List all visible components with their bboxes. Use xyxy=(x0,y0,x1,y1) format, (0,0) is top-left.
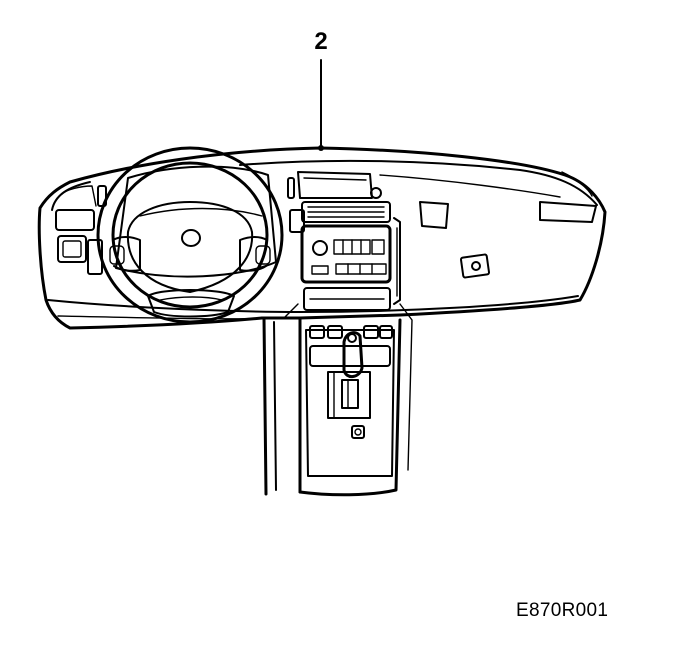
steering-column xyxy=(262,316,277,496)
figure-code: E870R001 xyxy=(516,600,609,621)
passenger-side xyxy=(419,201,597,279)
center-stack xyxy=(287,171,401,311)
left-switch-panel xyxy=(55,185,107,275)
callout-number: 2 xyxy=(314,28,328,55)
center-console xyxy=(283,303,413,497)
dashboard-outline xyxy=(37,146,607,330)
steering-wheel xyxy=(96,146,284,324)
